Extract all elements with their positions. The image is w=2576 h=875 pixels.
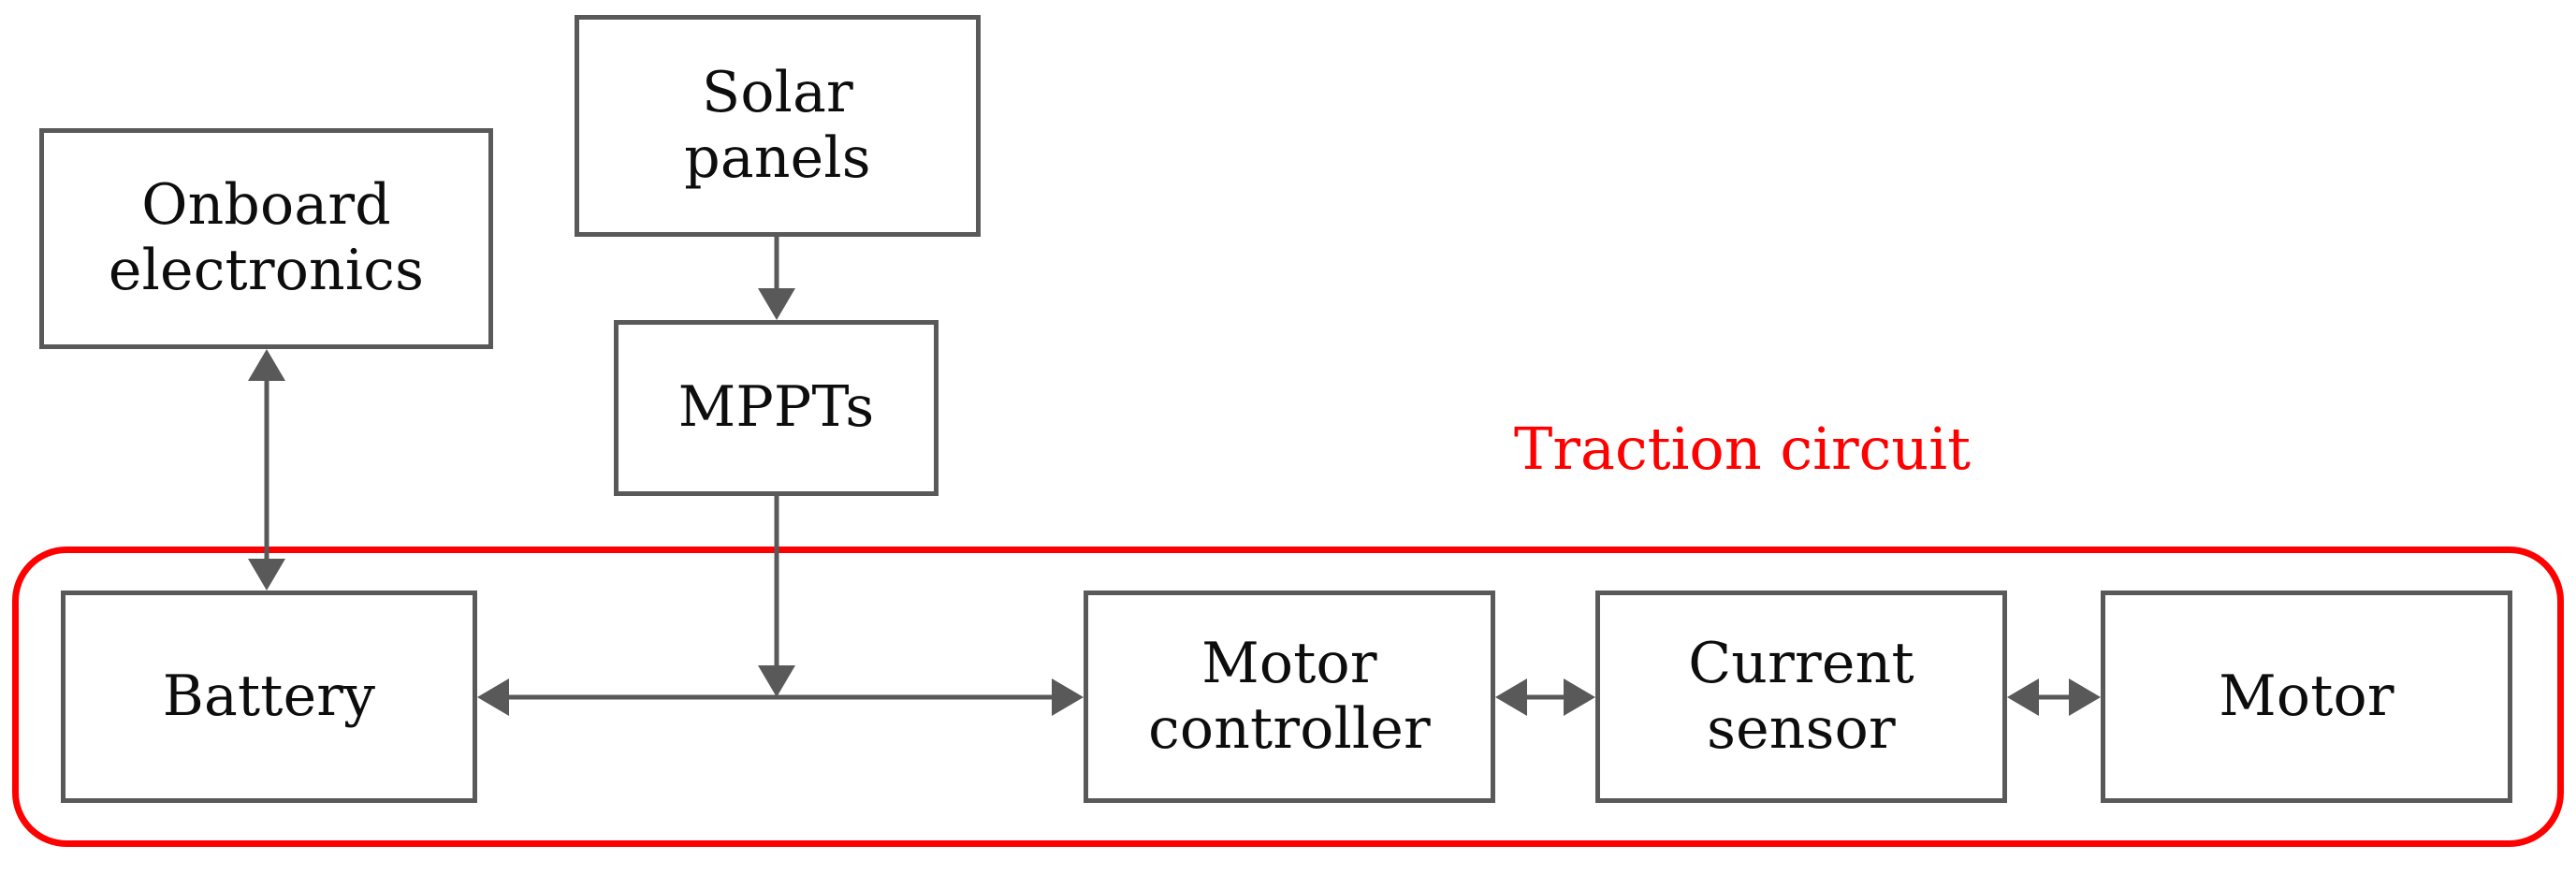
node-label-motor: Motor <box>2219 663 2394 729</box>
arrowhead-down-mppts-to-traction-bus <box>758 665 795 697</box>
arrowhead-right-current-sensor-to-motor <box>2069 678 2101 716</box>
arrowhead-left-battery-to-motor-controller <box>477 678 509 716</box>
node-label-motor-controller: Motor controller <box>1148 630 1431 762</box>
connector-current-sensor-to-motor <box>2007 678 2101 716</box>
node-current-sensor[interactable]: Current sensor <box>1595 591 2007 803</box>
connector-solar-panels-to-mppts <box>758 237 795 320</box>
arrowhead-down-solar-panels-to-mppts <box>758 288 795 320</box>
connector-motor-controller-to-current-sensor <box>1495 678 1595 716</box>
node-label-current-sensor: Current sensor <box>1688 630 1914 762</box>
arrowhead-left-current-sensor-to-motor <box>2007 678 2039 716</box>
connector-onboard-electronics-to-battery <box>248 349 285 591</box>
arrowhead-down-onboard-electronics-to-battery <box>248 559 285 591</box>
arrowhead-left-motor-controller-to-current-sensor <box>1495 678 1527 716</box>
arrowhead-right-battery-to-motor-controller <box>1052 678 1084 716</box>
node-onboard-electronics[interactable]: Onboard electronics <box>39 128 493 349</box>
arrowhead-up-onboard-electronics-to-battery <box>248 349 285 381</box>
traction-circuit-label: Traction circuit <box>1514 415 1971 483</box>
node-motor[interactable]: Motor <box>2101 591 2512 803</box>
connector-mppts-to-traction-bus <box>758 496 795 697</box>
node-mppts[interactable]: MPPTs <box>614 320 939 496</box>
connector-battery-to-motor-controller <box>477 678 1084 716</box>
traction-circuit-enclosure <box>12 547 2564 847</box>
node-label-solar-panels: Solar panels <box>684 59 871 191</box>
node-label-battery: Battery <box>162 663 376 729</box>
node-solar-panels[interactable]: Solar panels <box>575 15 981 237</box>
arrowhead-right-motor-controller-to-current-sensor <box>1564 678 1595 716</box>
node-label-mppts: MPPTs <box>677 374 875 441</box>
node-battery[interactable]: Battery <box>61 591 477 803</box>
node-motor-controller[interactable]: Motor controller <box>1084 591 1495 803</box>
node-label-onboard-electronics: Onboard electronics <box>108 172 425 303</box>
